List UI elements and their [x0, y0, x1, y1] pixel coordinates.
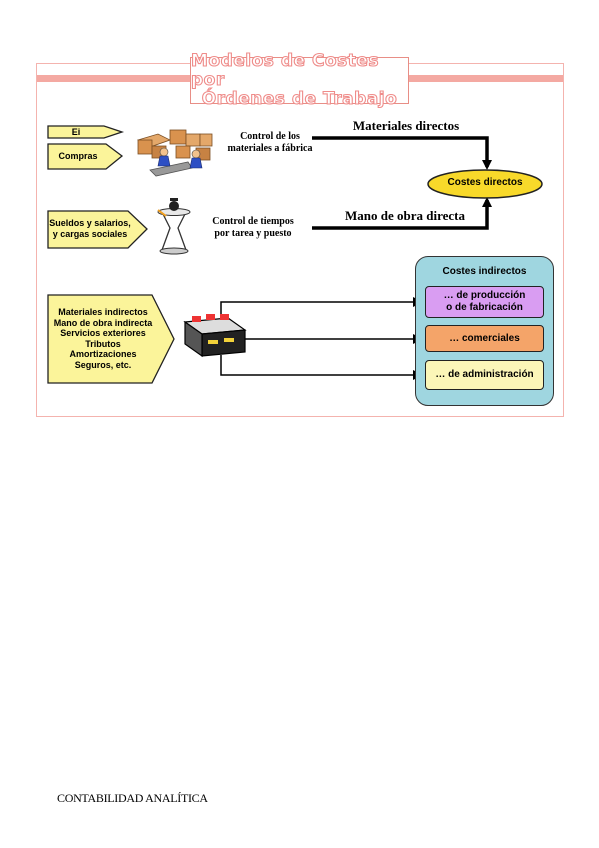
- ei-tag: [47, 125, 125, 139]
- indirect-input-item: Amortizaciones: [69, 349, 137, 359]
- indirect-input-item: Mano de obra indirecta: [53, 317, 153, 328]
- mano-obra-line: [312, 197, 492, 230]
- indirect-input-item: Seguros, etc.: [74, 359, 132, 370]
- cost-card-machine-icon: [183, 314, 247, 358]
- comerciales-label: … comerciales: [449, 332, 520, 344]
- connector-administracion: [220, 355, 423, 380]
- title-line-2: Órdenes de Trabajo: [201, 89, 398, 109]
- control-materiales-line-2: materiales a fábrica: [227, 143, 313, 154]
- indirect-input-item: Servicios exteriores: [60, 328, 146, 338]
- control-materiales-line-1: Control de los: [240, 131, 300, 142]
- title-line-1: Modelos de Costes por: [190, 51, 380, 90]
- connector-produccion: [220, 297, 423, 322]
- administracion-label: … de administración: [435, 369, 534, 380]
- control-tiempos-label: Control de tiempos por tarea y puesto: [200, 216, 306, 240]
- sueldos-label: Sueldos y salarios, y cargas sociales: [48, 218, 132, 239]
- sueldos-line-1: Sueldos y salarios,: [49, 218, 131, 228]
- costes-directos-label: Costes directos: [447, 177, 523, 188]
- materiales-directos-line: [312, 136, 492, 170]
- timekeeper-icon: [157, 198, 191, 255]
- comerciales-box: … comerciales: [425, 325, 544, 352]
- indirect-input-item: Tributos: [85, 338, 121, 349]
- produccion-line-2: o de fabricación: [446, 302, 523, 313]
- mano-obra-directa-label: Mano de obra directa: [345, 208, 465, 223]
- boxes-workers-icon: [137, 129, 213, 177]
- compras-tag: [47, 143, 124, 170]
- materiales-directos-label: Materiales directos: [352, 118, 460, 133]
- administracion-box: … de administración: [425, 360, 544, 390]
- produccion-box: … de producción o de fabricación: [425, 286, 544, 318]
- indirect-inputs-list: Materiales indirectos Mano de obra indir…: [48, 307, 158, 370]
- control-materiales-label: Control de los materiales a fábrica: [220, 131, 320, 155]
- costes-directos-ellipse: [427, 169, 543, 199]
- ei-label: Ei: [71, 127, 81, 137]
- control-tiempos-line-2: por tarea y puesto: [214, 228, 292, 239]
- produccion-line-1: … de producción: [443, 290, 526, 301]
- compras-label: Compras: [58, 151, 98, 161]
- indirect-inputs-tag: [47, 294, 175, 384]
- control-tiempos-line-1: Control de tiempos: [212, 216, 294, 227]
- page-footer: CONTABILIDAD ANALÍTICA: [57, 791, 208, 805]
- sueldos-line-2: y cargas sociales: [52, 228, 128, 239]
- sueldos-tag: [47, 210, 148, 249]
- diagram-title: Modelos de Costes por Órdenes de Trabajo: [190, 51, 409, 109]
- costes-indirectos-title: Costes indirectos: [442, 266, 527, 277]
- indirect-input-item: Materiales indirectos: [58, 307, 148, 317]
